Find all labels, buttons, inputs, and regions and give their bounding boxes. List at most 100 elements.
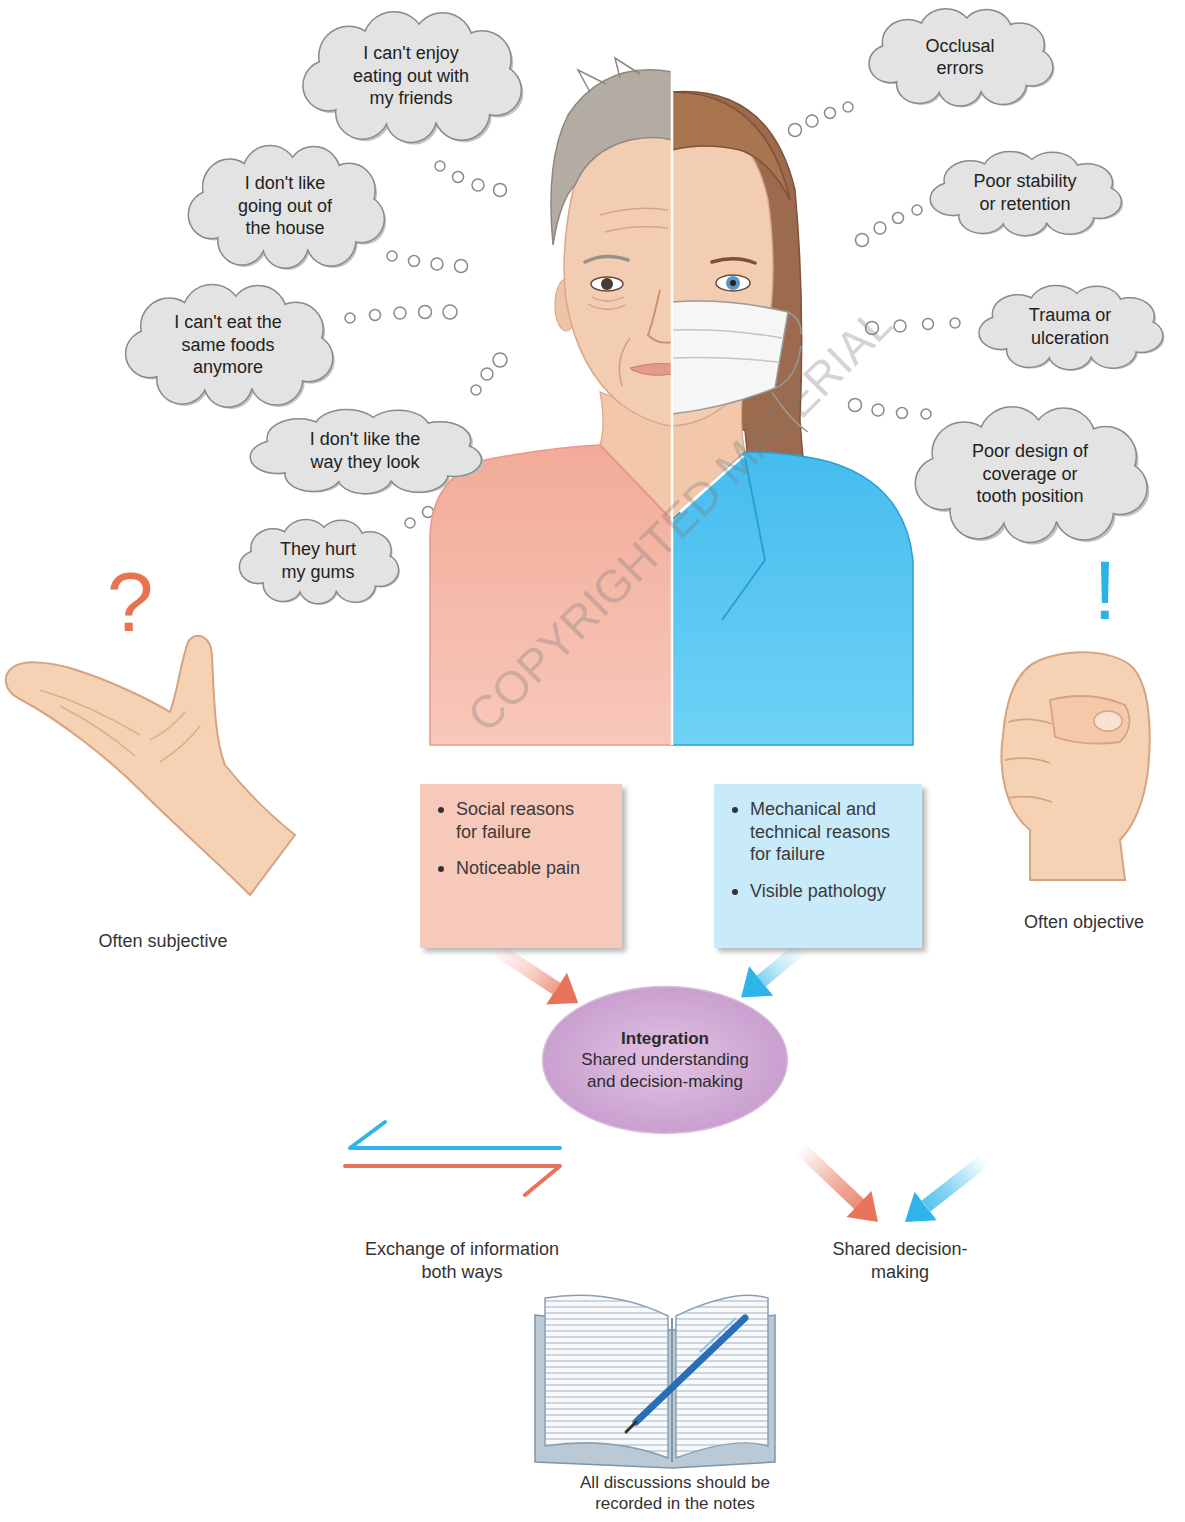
exchange-arrows [345, 1122, 560, 1195]
thought-trail [866, 322, 879, 335]
cloud-layer [189, 146, 384, 267]
cloud-part [126, 330, 173, 376]
thought-trail [893, 213, 904, 224]
cloud-part [931, 183, 974, 215]
converging-arrows [847, 1191, 878, 1222]
clinician-half [712, 259, 755, 263]
fist-hand [1050, 696, 1129, 744]
thought-trail [921, 409, 931, 419]
bubble-text: They hurt my gums [270, 538, 365, 583]
thought-trail [345, 102, 960, 528]
thought-trail [923, 319, 934, 330]
converging-arrows [800, 1148, 860, 1205]
thought-trail [493, 353, 507, 367]
cloud-layer [189, 146, 384, 267]
cloud-outline [245, 408, 484, 494]
bullet-item: Visible pathology [726, 880, 910, 903]
cloud-layer [916, 408, 1146, 542]
clinician-half [680, 456, 743, 512]
cloud-outline [236, 518, 400, 604]
converging-arrows [905, 1192, 937, 1222]
thought-trail [453, 172, 464, 183]
bubble-text-block: Trauma or ulceration [1015, 304, 1125, 349]
thought-trail [435, 161, 445, 171]
flow-arrow-head [546, 973, 578, 1005]
cloud-part [931, 183, 974, 215]
patient-half [630, 364, 672, 376]
flow-arrow-shaft [761, 948, 801, 981]
cloud-layer [870, 10, 1052, 106]
cloud-part [980, 64, 1026, 104]
notes-book [700, 1318, 736, 1352]
reason-box: Social reasons for failureNoticeable pai… [420, 784, 622, 948]
patient-half [430, 58, 672, 745]
bubble-text-block: I don't like the way they look [295, 428, 435, 473]
clinician-half [726, 276, 740, 290]
bubble-text: I don't like the way they look [295, 428, 435, 473]
patient-half [600, 208, 668, 232]
exchange-arrows [350, 1122, 560, 1148]
exclamation-mark: ! [1070, 548, 1140, 632]
thought-bubble: I don't like the way they look [245, 408, 484, 494]
cloud-part [189, 191, 234, 237]
bubble-text-block: Poor stability or retention [967, 170, 1082, 215]
thought-trail [431, 258, 443, 270]
thought-trail [843, 102, 853, 112]
notes-book [626, 1422, 636, 1432]
patient-half [600, 445, 672, 520]
cloud-part [916, 458, 969, 509]
cloud-part [980, 64, 1026, 104]
caption-text: Often subjective [73, 930, 253, 953]
cloud-part [189, 191, 234, 237]
thought-trail [387, 251, 397, 261]
thought-bubble: I can't enjoy eating out with my friends [298, 9, 524, 144]
thought-trail [789, 124, 802, 137]
thought-bubble: I can't eat the same foods anymore [121, 282, 335, 409]
thought-trail [894, 320, 906, 332]
ellipse-heading: Integration [621, 1028, 709, 1049]
ellipse-text: Shared understanding and decision-making [575, 1049, 755, 1092]
notes-book [636, 1318, 745, 1422]
cloud-layer [304, 12, 521, 141]
patient-half [551, 70, 672, 245]
bubble-text-block: I don't like going out of the house [226, 172, 344, 240]
question-mark: ? [90, 560, 170, 644]
bubble-text-block: Occlusal errors [910, 35, 1010, 80]
thought-trail [405, 518, 415, 528]
thought-trail [950, 318, 960, 328]
thought-trail [370, 310, 381, 321]
caption-text: All discussions should be recorded in th… [555, 1472, 795, 1515]
clinician-half [672, 92, 790, 200]
bubble-text: Trauma or ulceration [1015, 304, 1125, 349]
converging-arrows [926, 1160, 985, 1206]
thought-trail [825, 108, 836, 119]
fist-hand [1094, 711, 1122, 731]
cloud-part [304, 60, 354, 110]
patient-half [578, 58, 640, 92]
cloud-layer [304, 12, 521, 141]
clinician-half [671, 70, 674, 745]
thought-trail [455, 260, 468, 273]
bubble-text-block: Poor design of coverage or tooth positio… [972, 440, 1089, 508]
flow-arrow-head [741, 966, 773, 997]
patient-half [430, 445, 672, 745]
notes-book [535, 1295, 775, 1468]
bubble-text-block: I can't eat the same foods anymore [165, 311, 290, 379]
clinician-half [716, 275, 750, 291]
cloud-part [126, 330, 173, 376]
notes-book [676, 1295, 768, 1458]
cloud-layer [251, 410, 481, 493]
cloud-part [980, 317, 1022, 349]
thought-trail [471, 385, 481, 395]
clinician-half [772, 312, 808, 432]
thought-bubble: Occlusal errors [865, 7, 1055, 107]
caption-text: Exchange of information both ways [352, 1238, 572, 1283]
cloud-layer [126, 285, 332, 406]
cloud-part [870, 45, 912, 82]
cloud-part [240, 551, 276, 583]
converging-arrows [800, 1148, 985, 1222]
bullet-item: Mechanical and technical reasons for fai… [726, 798, 910, 866]
cloud-part [980, 317, 1022, 349]
watermark: COPYRIGHTED MATERIAL [456, 296, 905, 745]
